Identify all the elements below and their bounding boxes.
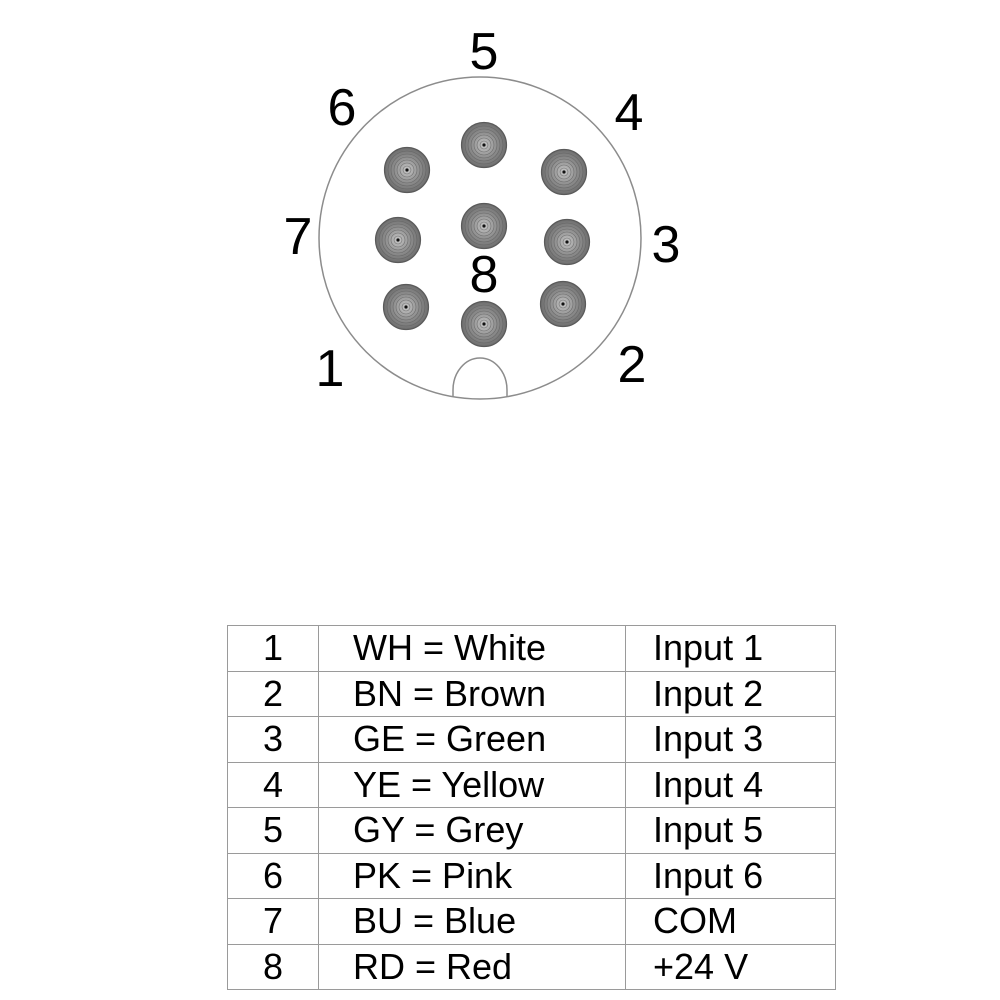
pin-assignment-table: 1 WH = White Input 1 2 BN = Brown Input … — [227, 625, 836, 990]
pin-label-6: 6 — [328, 79, 357, 137]
pin-label-8: 8 — [470, 246, 499, 304]
pin-number-cell: 2 — [227, 670, 319, 717]
wire-color-cell: BN = Brown — [318, 670, 626, 717]
pin-function-cell: Input 4 — [625, 761, 836, 808]
pin-number-cell: 1 — [227, 625, 319, 672]
connector-outline — [318, 76, 642, 400]
pin-label-5: 5 — [470, 23, 499, 81]
pin-contact-2 — [539, 280, 587, 328]
connector-key-notch — [452, 357, 508, 399]
table-row: 8 RD = Red +24 V — [227, 943, 836, 990]
pin-contact-5 — [460, 121, 508, 169]
wire-color-cell: PK = Pink — [318, 852, 626, 899]
table-row: 2 BN = Brown Input 2 — [227, 670, 836, 717]
wire-color-cell: GE = Green — [318, 716, 626, 763]
pin-function-cell: Input 6 — [625, 852, 836, 899]
pin-contact-center — [460, 202, 508, 250]
pin-contact-7 — [374, 216, 422, 264]
pin-number-cell: 6 — [227, 852, 319, 899]
pin-label-1: 1 — [316, 340, 345, 398]
pin-number-cell: 8 — [227, 943, 319, 990]
table-row: 5 GY = Grey Input 5 — [227, 807, 836, 854]
wire-color-cell: BU = Blue — [318, 898, 626, 945]
table-row: 4 YE = Yellow Input 4 — [227, 761, 836, 808]
pin-number-cell: 7 — [227, 898, 319, 945]
pin-number-cell: 4 — [227, 761, 319, 808]
pin-contact-4 — [540, 148, 588, 196]
pin-function-cell: Input 3 — [625, 716, 836, 763]
wire-color-cell: WH = White — [318, 625, 626, 672]
wire-color-cell: GY = Grey — [318, 807, 626, 854]
pin-function-cell: Input 5 — [625, 807, 836, 854]
pin-number-cell: 5 — [227, 807, 319, 854]
table-row: 7 BU = Blue COM — [227, 898, 836, 945]
pin-function-cell: Input 1 — [625, 625, 836, 672]
pin-function-cell: +24 V — [625, 943, 836, 990]
pin-contact-6 — [383, 146, 431, 194]
pin-label-2: 2 — [618, 336, 647, 394]
connector-face-diagram: 1 2 3 4 5 6 7 8 — [284, 23, 681, 400]
table-row: 3 GE = Green Input 3 — [227, 716, 836, 763]
pin-number-cell: 3 — [227, 716, 319, 763]
pin-label-3: 3 — [652, 216, 681, 274]
pin-contact-8 — [460, 300, 508, 348]
wire-color-cell: YE = Yellow — [318, 761, 626, 808]
table-row: 6 PK = Pink Input 6 — [227, 852, 836, 899]
pin-contact-1 — [382, 283, 430, 331]
pin-function-cell: COM — [625, 898, 836, 945]
pin-contact-3 — [543, 218, 591, 266]
pin-label-7: 7 — [284, 208, 313, 266]
pin-label-4: 4 — [615, 84, 644, 142]
pin-group — [374, 121, 591, 348]
wire-color-cell: RD = Red — [318, 943, 626, 990]
table-row: 1 WH = White Input 1 — [227, 625, 836, 672]
pin-function-cell: Input 2 — [625, 670, 836, 717]
